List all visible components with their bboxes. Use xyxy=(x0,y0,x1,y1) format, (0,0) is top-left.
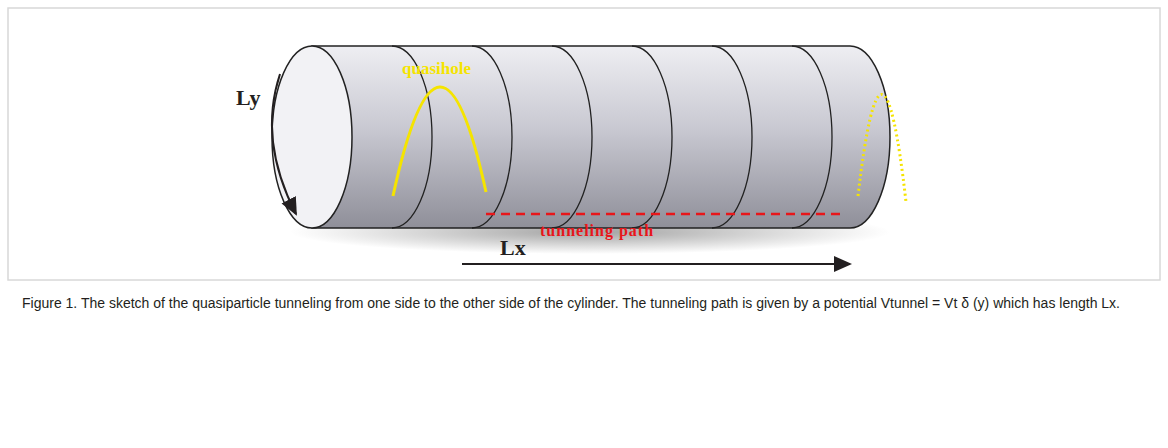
quasihole-label: quasihole xyxy=(402,60,471,79)
dimension-label: Ly xyxy=(236,86,260,110)
figure-caption: Figure 1. The sketch of the quasiparticl… xyxy=(22,294,1142,314)
dimension-label: Lx xyxy=(500,236,526,260)
path-label: tunneling path xyxy=(540,222,654,240)
